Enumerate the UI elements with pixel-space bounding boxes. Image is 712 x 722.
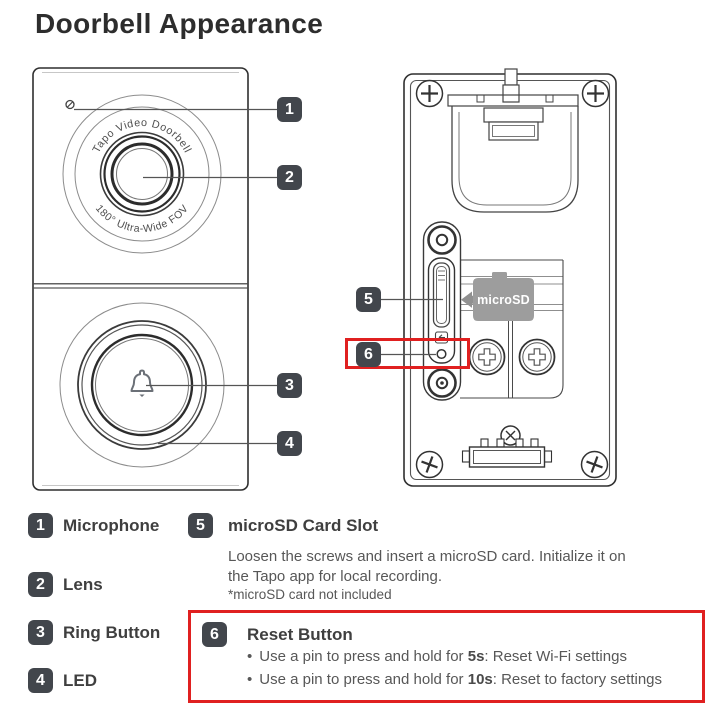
page-title: Doorbell Appearance — [35, 8, 324, 39]
legend-label-ring-button: Ring Button — [63, 623, 161, 642]
callout-badge-1: 1 — [277, 97, 302, 122]
legend-badge-6: 6 — [202, 622, 227, 647]
panel-screw-icon — [468, 338, 556, 376]
faceplate-seam — [33, 283, 248, 289]
front-view-diagram: Tapo Video Doorbell 180° Ultra-Wide FOV — [32, 67, 249, 491]
small-screw-icon — [500, 425, 521, 446]
camera-lens — [62, 94, 222, 254]
legend-badge-1: 1 — [28, 513, 53, 538]
reset-bullet-1: • Use a pin to press and hold for 5s: Re… — [247, 646, 662, 669]
microsd-description-line-1: Loosen the screws and insert a microSD c… — [228, 548, 626, 565]
reset-highlight-legend — [188, 610, 705, 703]
legend-label-microphone: Microphone — [63, 516, 160, 535]
sd-slot-rail — [422, 221, 462, 401]
callout-badge-4: 4 — [277, 431, 302, 456]
legend-badge-3: 3 — [28, 620, 53, 645]
microsd-slot — [427, 257, 456, 364]
reset-highlight-diagram — [345, 338, 470, 369]
legend-badge-5: 5 — [188, 513, 213, 538]
callout-badge-5: 5 — [356, 287, 381, 312]
mounting-bracket — [447, 68, 579, 213]
callout-badge-2: 2 — [277, 165, 302, 190]
reset-bullet-2: • Use a pin to press and hold for 10s: R… — [247, 669, 662, 692]
microsd-description-line-2: the Tapo app for local recording. — [228, 568, 443, 585]
legend-label-lens: Lens — [63, 575, 103, 594]
microsd-card-label: microSD — [477, 293, 530, 307]
back-view-diagram: microSD — [403, 68, 617, 487]
callout-badge-3: 3 — [277, 373, 302, 398]
legend-label-microsd-slot: microSD Card Slot — [228, 516, 379, 535]
legend-label-reset-button: Reset Button — [247, 625, 353, 644]
reset-hole — [436, 348, 447, 360]
top-knob — [427, 225, 457, 255]
reset-bullets: • Use a pin to press and hold for 5s: Re… — [247, 646, 662, 691]
reset-bullet-2-text: Use a pin to press and hold for 10s: Res… — [259, 670, 663, 688]
microphone-pinhole-icon — [65, 99, 75, 110]
phillips-screw-icon — [415, 79, 610, 479]
legend-label-led: LED — [63, 671, 97, 690]
bottom-knob — [427, 368, 457, 398]
legend-badge-2: 2 — [28, 572, 53, 597]
bell-icon — [130, 369, 154, 397]
reset-bullet-1-text: Use a pin to press and hold for 5s: Rese… — [259, 648, 627, 665]
bullet-dot-icon: • — [247, 670, 253, 688]
legend-badge-4: 4 — [28, 668, 53, 693]
insert-arrow-icon — [461, 291, 479, 308]
terminal-connector — [461, 425, 553, 468]
callout-lines — [74, 108, 443, 445]
bullet-dot-icon: • — [247, 648, 253, 665]
microsd-note: *microSD card not included — [228, 587, 392, 602]
callout-badge-6: 6 — [356, 342, 381, 367]
microsd-card: microSD — [461, 272, 534, 321]
